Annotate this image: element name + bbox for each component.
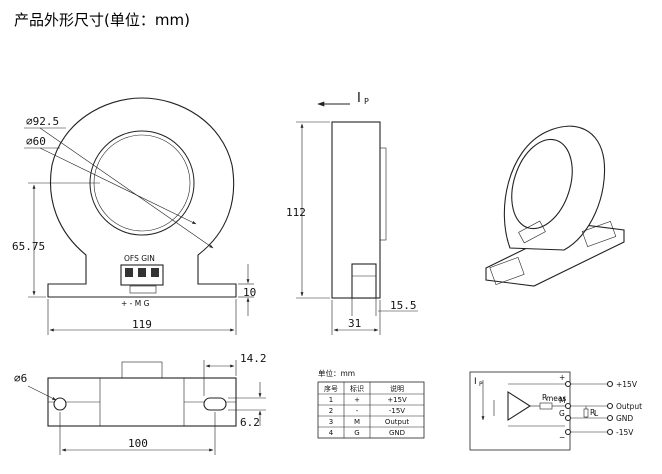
side-flange (379, 147, 387, 241)
table-cell: +15V (387, 396, 407, 404)
iso-terminal (518, 220, 546, 244)
bottom-view: ⌀6 14.2 6.2 100 (14, 352, 267, 455)
circuit-diagram: I P R meas + M G − R L +15V Output (469, 371, 642, 451)
table-header-cell: 说明 (390, 384, 404, 393)
table-cell: M (354, 418, 360, 426)
terminal-pin-1 (125, 268, 133, 277)
circuit-current-sub: P (479, 381, 483, 388)
table-cell: 4 (329, 429, 334, 437)
r-meas-sub: meas (546, 394, 567, 403)
r-meas (539, 402, 553, 410)
out-plus-label: +15V (616, 380, 638, 389)
table-cell: Output (385, 418, 410, 426)
term-plus (606, 380, 614, 388)
r-load (583, 408, 589, 418)
r-load-sub: L (594, 409, 599, 418)
pin-g-label: G (559, 409, 565, 418)
table-cell: G (354, 429, 359, 437)
circuit-frame (469, 371, 571, 451)
pin-label: + - M G (121, 299, 150, 308)
term-minus (606, 428, 614, 436)
table-cell: 3 (329, 418, 333, 426)
dim-65-text: 65.75 (12, 240, 45, 253)
table-unit: 单位：mm (318, 368, 355, 378)
pin-m (564, 402, 572, 410)
out-minus-label: -15V (616, 428, 634, 437)
pin-m-label: M (559, 396, 565, 405)
iso-foot-left (489, 257, 525, 285)
r-meas-label: R (542, 393, 547, 402)
out-output-label: Output (616, 402, 642, 411)
table-cell: -15V (389, 407, 405, 415)
iso-view (485, 125, 625, 287)
dim-31-text: 31 (348, 317, 361, 330)
side-view: I P 112 15.5 31 (286, 91, 418, 335)
table-frame (317, 381, 425, 439)
pin-table: 单位：mm 序号 标识 说明 1 + +15V 2 - -15V 3 M Output 4 G GND (317, 368, 425, 439)
page-title: 产品外形尺寸(单位：mm) (14, 11, 190, 29)
out-gnd-label: GND (616, 414, 633, 423)
table-cell: GND (389, 429, 405, 437)
side-current-label: I (357, 91, 361, 106)
table-header-cell: 序号 (324, 384, 338, 393)
dim-112-text: 112 (286, 206, 306, 219)
dim-15-text: 15.5 (390, 299, 417, 312)
pin-minus (564, 428, 572, 436)
dim-14-text: 14.2 (240, 352, 267, 365)
pin-g (564, 414, 572, 422)
mount-slot (203, 397, 227, 411)
terminal-pin-3 (151, 268, 159, 277)
mount-hole (53, 397, 67, 411)
opamp (507, 390, 532, 422)
table-cell: 1 (329, 396, 333, 404)
hole-text: ⌀6 (14, 372, 27, 385)
side-connector (351, 263, 377, 299)
dim-119-text: 119 (132, 318, 152, 331)
front-view: OFS GIN + - M G ⌀92.5 ⌀60 65.75 10 119 (12, 97, 256, 335)
dia-outer-leader (39, 127, 214, 249)
circuit-current-label: I (474, 377, 477, 387)
table-cell: 2 (329, 407, 333, 415)
pin-plus (564, 380, 572, 388)
table-cells: 序号 标识 说明 1 + +15V 2 - -15V 3 M Output 4 G GND (324, 384, 409, 437)
r-load-label: R (590, 408, 595, 417)
term-output (606, 402, 614, 410)
table-cell: + (354, 396, 360, 404)
connector-tab (129, 285, 157, 294)
terminal-label: OFS GIN (124, 254, 155, 263)
term-gnd (606, 414, 614, 422)
dim-10-text: 10 (243, 286, 256, 299)
terminal-pin-2 (138, 268, 146, 277)
dia-outer-text: ⌀92.5 (26, 115, 59, 128)
table-header-cell: 标识 (350, 384, 364, 393)
table-cell: - (356, 407, 359, 415)
pin-minus-label: − (559, 433, 565, 442)
hole-leader (27, 385, 57, 401)
side-current-sub: P (364, 97, 369, 106)
dia-inner-leader (39, 147, 197, 225)
dim-6-text: 6.2 (240, 416, 260, 429)
bottom-connector (121, 361, 163, 379)
dia-inner-text: ⌀60 (26, 135, 46, 148)
dim-100-text: 100 (128, 437, 148, 450)
pin-plus-label: + (559, 373, 565, 382)
iso-foot-right (581, 220, 617, 248)
